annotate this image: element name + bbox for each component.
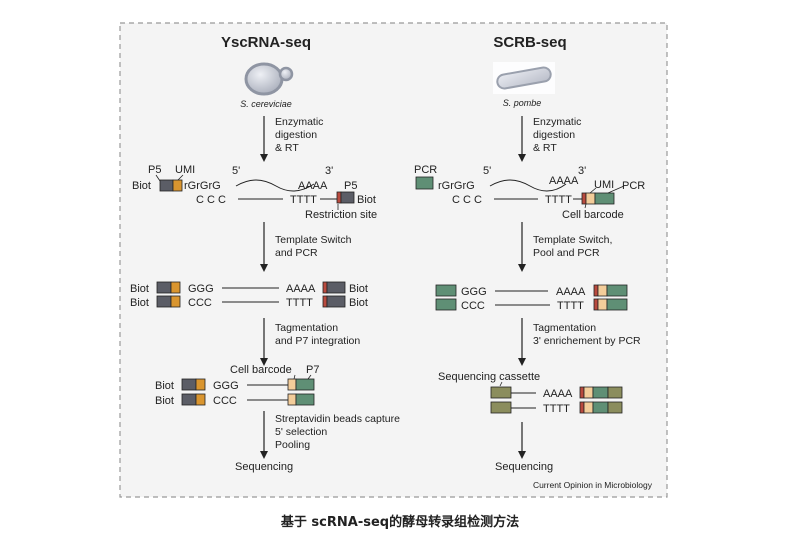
rt-construct-left: P5 UMI 5' 3' Biot rGrGrG AAAA C C C TTTT… [132, 164, 377, 221]
svg-text:TTTT: TTTT [286, 297, 313, 309]
svg-text:CCC: CCC [213, 395, 237, 407]
step1-label-left: Enzymatic digestion & RT [275, 116, 326, 154]
organism-pombe: S. pombe [503, 98, 542, 108]
svg-text:Biot: Biot [155, 395, 174, 407]
p5-right-label: P5 [344, 180, 357, 192]
svg-text:CCC: CCC [188, 297, 212, 309]
svg-text:TTTT: TTTT [557, 300, 584, 312]
svg-text:GGG: GGG [213, 380, 239, 392]
pcr-product-right: GGG AAAA CCC TTTT [435, 284, 628, 312]
svg-text:C C C: C C C [452, 194, 482, 206]
svg-text:Biot: Biot [155, 380, 174, 392]
svg-text:AAAA: AAAA [543, 388, 573, 400]
svg-text:AAAA: AAAA [286, 283, 316, 295]
step3-label-right: Tagmentation 3' enrichement by PCR [533, 322, 641, 347]
pcr-product-left: Biot GGG AAAA Biot Biot CCC TTTT Biot [130, 281, 368, 309]
svg-text:CCC: CCC [461, 300, 485, 312]
svg-text:3': 3' [578, 165, 586, 177]
figure: YscRNA-seq S. cereviciae Enzymatic diges… [119, 22, 668, 498]
mrna-wave [235, 179, 315, 192]
tagmentation-product-left: Cell barcode P7 Biot GGG Biot CCC [155, 364, 319, 407]
step3-label-left: Tagmentation and P7 integration [275, 322, 360, 347]
svg-text:P7: P7 [306, 364, 319, 376]
step2-label-left: Template Switch and PCR [275, 234, 354, 259]
svg-text:Biot: Biot [130, 283, 149, 295]
p5-block [159, 179, 174, 192]
aaaa-label: AAAA [298, 180, 328, 192]
umi-label: UMI [175, 164, 195, 176]
rgrgrg-label: rGrGrG [184, 180, 221, 192]
scrb-title: SCRB-seq [493, 34, 566, 51]
p5-right-block [340, 191, 355, 204]
biot-right-label: Biot [357, 194, 376, 206]
umi-block [172, 179, 183, 192]
rt-construct-right: PCR 5' 3' rGrGrG AAAA UMI PCR C C C TTTT… [414, 164, 645, 221]
svg-text:Biot: Biot [349, 297, 368, 309]
s-pombe-cell-icon [493, 62, 555, 94]
figure-frame [119, 22, 668, 498]
yscrna-title: YscRNA-seq [221, 34, 311, 51]
yscrna-seq-panel: YscRNA-seq S. cereviciae Enzymatic diges… [130, 34, 403, 473]
svg-text:Biot: Biot [130, 297, 149, 309]
svg-text:AAAA: AAAA [556, 286, 586, 298]
svg-text:Sequencing cassette: Sequencing cassette [438, 371, 540, 383]
sequencing-cassette-right: Sequencing cassette AAAA TTTT [438, 371, 623, 415]
svg-text:UMI: UMI [594, 179, 614, 191]
p5-label: P5 [148, 164, 161, 176]
step2-label-right: Template Switch, Pool and PCR [533, 234, 615, 259]
svg-text:rGrGrG: rGrGrG [438, 180, 475, 192]
svg-text:PCR: PCR [414, 164, 437, 176]
svg-text:AAAA: AAAA [549, 175, 579, 187]
restriction-block [336, 191, 342, 204]
svg-text:GGG: GGG [461, 286, 487, 298]
svg-text:Cell barcode: Cell barcode [230, 364, 292, 376]
ccc-label: C C C [196, 194, 226, 206]
restriction-site-label: Restriction site [305, 209, 377, 221]
svg-text:PCR: PCR [622, 180, 645, 192]
organism-cerevisiae: S. cereviciae [240, 99, 292, 109]
tttt-label: TTTT [290, 194, 317, 206]
five-prime-label: 5' [232, 165, 240, 177]
svg-text:Cell barcode: Cell barcode [562, 209, 624, 221]
sequencing-left: Sequencing [235, 461, 293, 473]
svg-text:Biot: Biot [349, 283, 368, 295]
svg-text:TTTT: TTTT [545, 194, 572, 206]
sequencing-right: Sequencing [495, 461, 553, 473]
svg-text:5': 5' [483, 165, 491, 177]
biot-label: Biot [132, 180, 151, 192]
step4-label-left: Streptavidin beads capture 5' selection … [275, 413, 403, 451]
journal-credit: Current Opinion in Microbiology [533, 480, 653, 490]
step1-label-right: Enzymatic digestion & RT [533, 116, 584, 154]
scrb-seq-panel: SCRB-seq S. pombe Enzymatic digestion & … [414, 34, 645, 473]
figure-caption: 基于 scRNA-seq的酵母转录组检测方法 [280, 515, 520, 530]
svg-text:TTTT: TTTT [543, 403, 570, 415]
three-prime-label: 3' [325, 165, 333, 177]
svg-text:GGG: GGG [188, 283, 214, 295]
s-cerevisiae-cell-icon [244, 62, 294, 96]
